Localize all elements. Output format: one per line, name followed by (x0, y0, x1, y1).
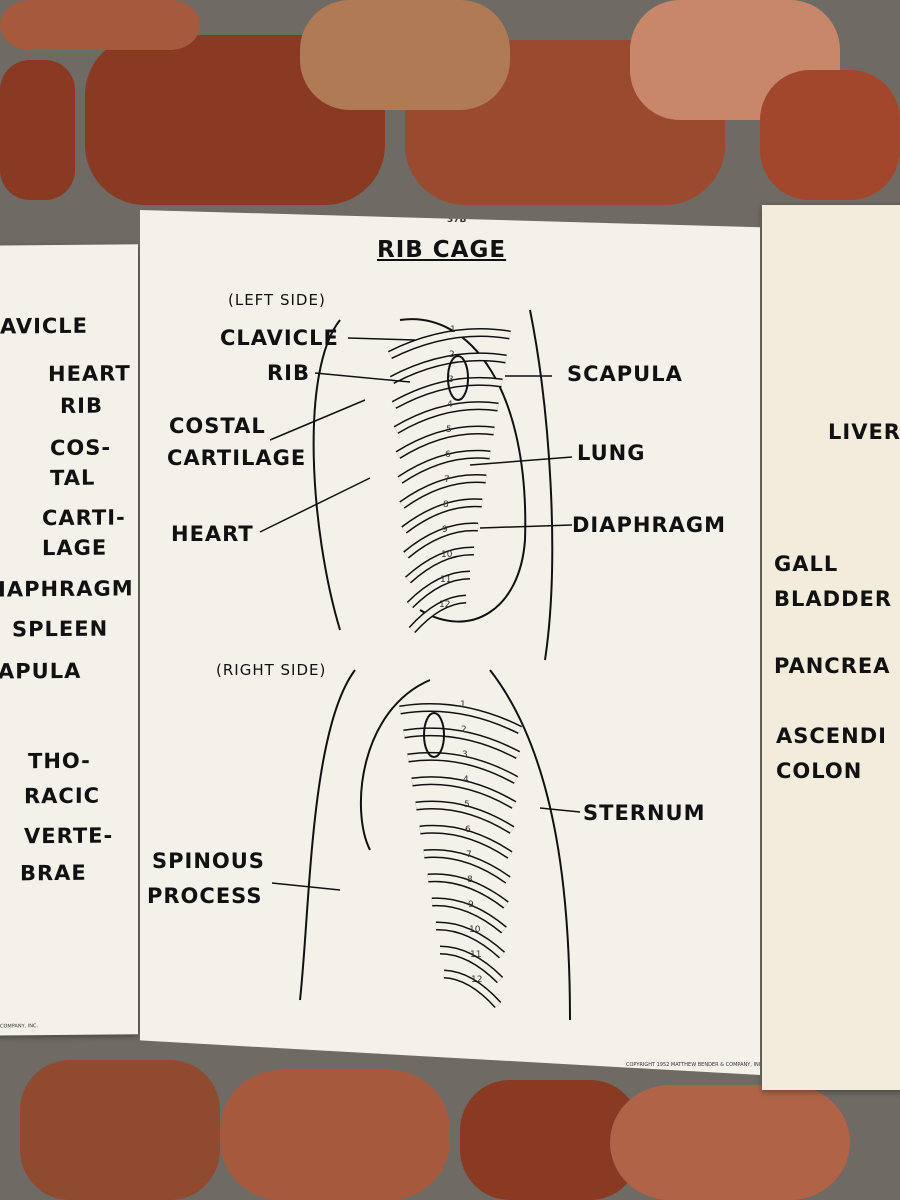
left-rib-number: 5 (446, 425, 452, 435)
left-rib-number: 2 (449, 350, 455, 360)
caption-left-side: (LEFT SIDE) (228, 291, 326, 309)
label-pancreas: PANCREA (774, 654, 891, 678)
label-rib: RIB (267, 361, 310, 385)
right-rib-number: 7 (466, 850, 472, 860)
footer-text: COMPANY, INC. (0, 1023, 39, 1030)
rib-3-fill (407, 753, 518, 783)
left-side-rib-cage (312, 309, 554, 661)
rib-4-fill (411, 777, 516, 808)
right-rib-number: 12 (471, 975, 483, 985)
rib-10-fill (435, 922, 505, 958)
label-brae: BRAE (20, 860, 87, 886)
label-verte: VERTE- (24, 823, 114, 849)
label-ascending: ASCENDI (776, 724, 887, 748)
caption-right-side: (RIGHT SIDE) (216, 661, 327, 679)
label-tho: THO- (28, 748, 91, 774)
left-rib-number: 11 (440, 575, 452, 585)
label-cartilage: CARTILAGE (167, 446, 307, 470)
right-rib-number: 10 (469, 925, 481, 935)
rib-5-fill (396, 427, 495, 458)
rib-6-fill (398, 451, 491, 483)
rib-10-fill (405, 547, 475, 583)
rib-7-fill (400, 475, 487, 508)
right-rib-number: 11 (470, 950, 482, 960)
right-rib-number: 1 (460, 700, 466, 710)
rib-cage-poster: 37B RIB CAGE (LEFT SIDE) CLAVICLE RIB CO… (140, 210, 760, 1075)
label-liver: LIVER (828, 420, 900, 444)
rib-2-fill (390, 353, 507, 383)
rib-11-fill (407, 572, 471, 608)
rib-1-fill (399, 704, 522, 733)
right-rib-number: 5 (464, 800, 470, 810)
rib-4-fill (394, 402, 499, 433)
rib-12-fill (409, 596, 467, 633)
rib-7-fill (423, 850, 510, 883)
label-heart: HEART (171, 522, 254, 546)
left-rib-number: 3 (448, 375, 454, 385)
left-rib-number: 4 (447, 400, 453, 410)
label-tal: TAL (50, 465, 96, 491)
label-diaphragm: IAPHRAGM (0, 576, 134, 602)
leader-lines-left (259, 337, 581, 891)
left-rib-number: 8 (443, 500, 449, 510)
label-costal: COSTAL (169, 414, 266, 438)
label-diaphragm: DIAPHRAGM (572, 513, 727, 537)
left-poster: AVICLE HEART RIB COS- TAL CARTI- LAGE IA… (0, 244, 138, 1036)
rib-1-fill (388, 329, 511, 358)
rib-12-fill (443, 971, 501, 1008)
label-cos: COS- (50, 435, 112, 461)
copyright-text: COPYRIGHT 1952 MATTHEW BENDER & COMPANY,… (626, 1062, 764, 1068)
label-bladder: BLADDER (774, 587, 893, 611)
rib-9-fill (431, 898, 506, 933)
label-process: PROCESS (147, 884, 263, 908)
label-sternum: STERNUM (583, 801, 706, 825)
right-rib-number: 6 (465, 825, 471, 835)
poster-number: 37B (447, 215, 467, 225)
right-side-rib-cage (299, 669, 571, 1021)
right-rib-number: 9 (468, 900, 474, 910)
rib-9-fill (404, 523, 479, 558)
rib-6-fill (419, 826, 512, 858)
left-rib-number: 9 (442, 525, 448, 535)
label-spleen: SPLEEN (12, 616, 109, 642)
label-clavicle: AVICLE (0, 313, 89, 339)
right-poster: LIVER GALL BLADDER PANCREA ASCENDI COLON (762, 205, 900, 1090)
poster-title: RIB CAGE (377, 237, 507, 263)
label-colon: COLON (776, 759, 863, 783)
right-rib-number: 2 (461, 725, 467, 735)
label-clavicle: CLAVICLE (220, 326, 339, 350)
left-rib-number: 7 (444, 475, 450, 485)
right-rib-number: 3 (462, 750, 468, 760)
right-rib-number: 4 (463, 775, 469, 785)
label-carti: CARTI- (42, 505, 126, 531)
rib-11-fill (439, 947, 503, 983)
rib-2-fill (403, 728, 520, 758)
rib-8-fill (402, 499, 483, 533)
label-lung: LUNG (577, 441, 646, 465)
left-rib-number: 12 (439, 600, 451, 610)
rib-8-fill (427, 874, 508, 908)
label-rib: RIB (60, 393, 103, 418)
label-gall: GALL (774, 552, 839, 576)
label-heart: HEART (48, 361, 131, 387)
left-rib-number: 6 (445, 450, 451, 460)
left-rib-number: 1 (450, 325, 456, 335)
label-scapula: SCAPULA (567, 362, 683, 386)
label-spinous: SPINOUS (152, 849, 265, 873)
label-lage: LAGE (42, 535, 108, 561)
rib-5-fill (415, 802, 514, 833)
label-scapula: APULA (0, 658, 82, 684)
left-rib-number: 10 (441, 550, 453, 560)
rib-cage-illustrations (259, 309, 581, 1021)
label-racic: RACIC (24, 783, 101, 809)
right-rib-number: 8 (467, 875, 473, 885)
